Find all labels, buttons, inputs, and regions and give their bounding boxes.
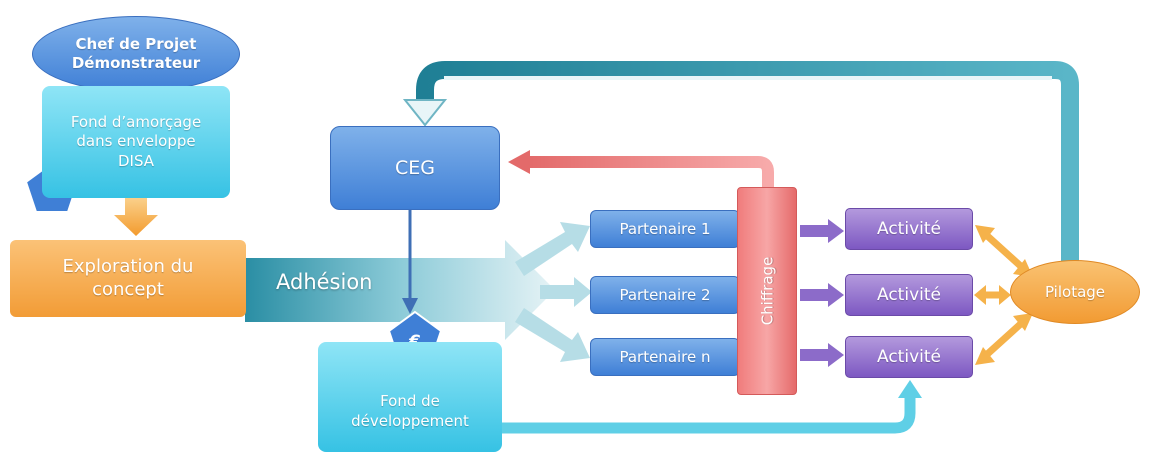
adhesion-arrow <box>245 240 555 340</box>
partenaire-n-node: Partenaire n <box>590 338 740 376</box>
amorcage-down-arrow <box>114 198 158 236</box>
partner-branch-arrows <box>515 222 592 362</box>
adhesion-label: Adhésion <box>276 270 373 294</box>
ceg-label: CEG <box>395 157 435 179</box>
exploration-concept-node: Exploration du concept <box>10 240 246 317</box>
chiffrage-node: Chiffrage <box>737 187 797 395</box>
activite-2-node: Activité <box>845 274 973 316</box>
partenaire-1-label: Partenaire 1 <box>619 220 711 238</box>
partenaire-1-node: Partenaire 1 <box>590 210 740 248</box>
pilotage-node: Pilotage <box>1010 260 1140 324</box>
activite-1-label: Activité <box>877 219 941 239</box>
chef-de-projet-label: Chef de Projet Démonstrateur <box>71 35 201 72</box>
developpement-to-activite-arrow <box>500 380 922 434</box>
partenaire-2-node: Partenaire 2 <box>590 276 740 314</box>
chef-de-projet-node: Chef de Projet Démonstrateur <box>32 16 240 92</box>
activite-3-label: Activité <box>877 347 941 367</box>
chiffrage-label: Chiffrage <box>758 256 776 326</box>
partenaire-2-label: Partenaire 2 <box>619 286 711 304</box>
ceg-node: CEG <box>330 126 500 210</box>
activite-3-node: Activité <box>845 336 973 378</box>
ceg-down-arrow <box>402 208 418 314</box>
exploration-concept-label: Exploration du concept <box>62 256 194 300</box>
chiffrage-to-activite-arrows <box>800 219 844 367</box>
partenaire-n-label: Partenaire n <box>619 348 711 366</box>
fond-developpement-label: Fond de développement <box>351 391 469 430</box>
feedback-loop-arrow <box>402 61 1079 265</box>
fond-amorcage-node: Fond d’amorçage dans enveloppe DISA <box>42 86 230 198</box>
activite-1-node: Activité <box>845 208 973 250</box>
fond-amorcage-label: Fond d’amorçage dans enveloppe DISA <box>70 112 202 170</box>
pilotage-label: Pilotage <box>1044 283 1106 301</box>
chiffrage-to-ceg-arrow <box>508 150 774 188</box>
activite-2-label: Activité <box>877 285 941 305</box>
fond-developpement-node: Fond de développement <box>318 342 502 452</box>
